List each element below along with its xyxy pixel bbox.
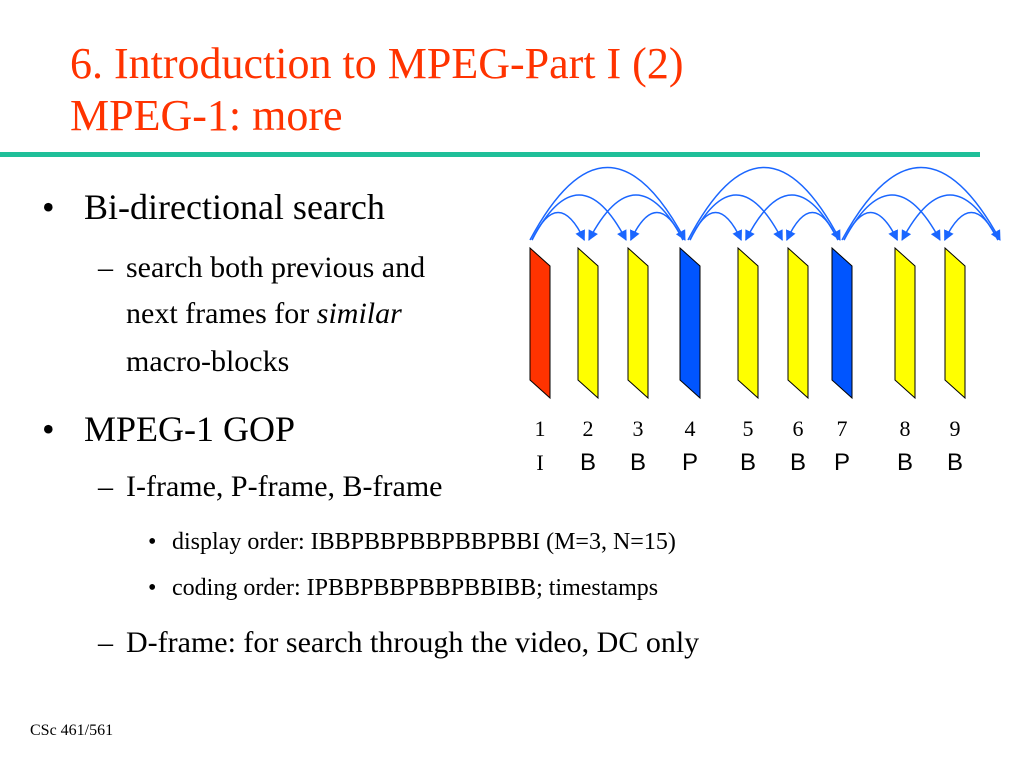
frame-1 — [529, 246, 551, 400]
bullet-bidirectional: • Bi-directional search — [42, 187, 385, 227]
prediction-arrow — [841, 167, 1001, 241]
sub-sub-bullet-display-order: • display order: IBBPBBPBBPBBPBBI (M=3, N… — [148, 527, 676, 557]
dash-marker: – — [98, 251, 113, 284]
bullet-text: Bi-directional search — [84, 187, 385, 227]
prediction-arrow — [588, 194, 684, 241]
sub-sub-bullet-coding-order: • coding order: IPBBPBBPBBPBBIBB; timesta… — [148, 573, 658, 603]
sub-sub-bullet-text: display order: IBBPBBPBBPBBPBBI (M=3, N=… — [172, 529, 676, 555]
frame-number: 3 — [633, 416, 644, 441]
sub-bullet-d-frame: –D-frame: for search through the video, … — [98, 620, 699, 666]
bullet-text: MPEG-1 GOP — [84, 409, 296, 449]
frame-5 — [737, 246, 759, 400]
sub-bullet-text: D-frame: for search through the video, D… — [126, 626, 700, 659]
prediction-arrow — [901, 194, 999, 241]
frame-6 — [787, 246, 809, 400]
title-line-1: 6. Introduction to MPEG-Part I (2) — [70, 39, 684, 88]
frame-7 — [831, 246, 853, 400]
sub-bullet-text: search both previous and — [126, 251, 426, 284]
frame-9 — [944, 246, 966, 400]
frame-labels: 1I 2B 3B 4P 5B 6B 7P 8B 9B — [535, 416, 964, 476]
title-line-2: MPEG-1: more — [70, 91, 343, 140]
frame-type: B — [897, 449, 913, 476]
frame-number: 6 — [793, 416, 804, 441]
bullet-marker: • — [42, 187, 55, 227]
frame-3 — [627, 246, 649, 400]
prediction-arrow — [531, 194, 627, 241]
frame-number: 1 — [535, 416, 546, 441]
bullet-mpeg1-gop: • MPEG-1 GOP — [42, 409, 295, 449]
frame-number: 8 — [900, 416, 911, 441]
frame-4 — [679, 246, 701, 400]
dash-marker: – — [98, 470, 113, 503]
prediction-arrow — [529, 167, 686, 241]
sub-bullet-text: next frames for — [126, 297, 317, 330]
prediction-arrows — [529, 167, 1001, 241]
sub-bullet-text: macro-blocks — [126, 345, 290, 378]
slide-title: 6. Introduction to MPEG-Part I (2) MPEG-… — [70, 38, 683, 142]
frame-parallelograms — [529, 246, 966, 400]
bullet-marker: • — [148, 529, 157, 555]
dash-marker: – — [98, 626, 113, 659]
frame-number: 9 — [950, 416, 961, 441]
prediction-arrow — [687, 167, 841, 241]
frame-type: I — [536, 450, 543, 475]
frame-type: B — [790, 449, 806, 476]
frame-number: 5 — [743, 416, 754, 441]
sub-bullet-search-both: –search both previous and — [98, 245, 425, 291]
frame-number: 2 — [583, 416, 594, 441]
frame-8 — [894, 246, 916, 400]
sub-sub-bullet-text: coding order: IPBBPBBPBBPBBIBB; timestam… — [172, 575, 659, 601]
footer-course: CSc 461/561 — [30, 722, 114, 739]
italic-similar: similar — [316, 297, 402, 330]
prediction-arrow — [745, 194, 839, 241]
frame-number: 7 — [837, 416, 848, 441]
frame-type: B — [947, 449, 963, 476]
frame-2 — [577, 246, 599, 400]
frame-type: B — [630, 449, 646, 476]
sub-bullet-line-2: next frames for similar — [126, 291, 402, 337]
prediction-arrow — [843, 194, 941, 241]
sub-bullet-text: I-frame, P-frame, B-frame — [126, 470, 443, 503]
sub-bullet-frame-types: –I-frame, P-frame, B-frame — [98, 464, 443, 510]
sub-bullet-line-3: macro-blocks — [126, 339, 289, 385]
bullet-marker: • — [42, 409, 55, 449]
title-divider — [0, 152, 980, 157]
frame-type: B — [580, 449, 596, 476]
frame-type: P — [682, 449, 698, 476]
prediction-arrow — [689, 194, 783, 241]
frame-type: P — [834, 449, 850, 476]
frame-number: 4 — [685, 416, 696, 441]
frame-type: B — [740, 449, 756, 476]
bullet-marker: • — [148, 575, 157, 601]
